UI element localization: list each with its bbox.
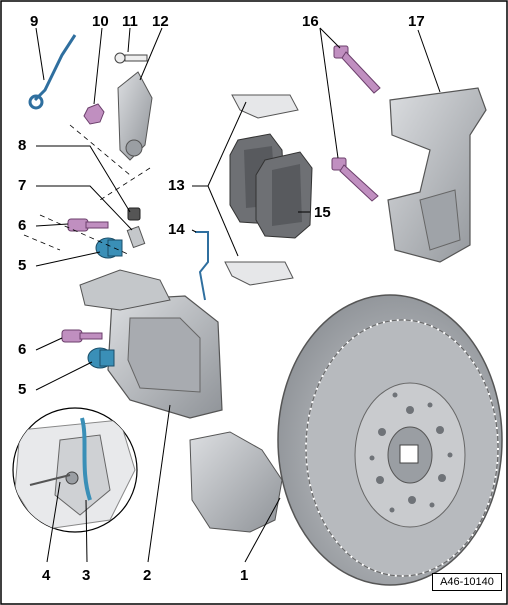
leader-lines bbox=[35, 27, 441, 563]
callout-5-upper: 5 bbox=[18, 257, 27, 274]
carrier-bolt-lower bbox=[331, 157, 379, 202]
callout-12: 12 bbox=[152, 13, 169, 30]
callout-7: 7 bbox=[18, 177, 27, 194]
callout-13: 13 bbox=[168, 177, 185, 194]
brake-pad-inner bbox=[255, 151, 313, 239]
handbrake-lever bbox=[117, 71, 153, 161]
brake-caliper bbox=[79, 269, 223, 419]
reference-code: A46-10140 bbox=[432, 573, 502, 591]
callout-14: 14 bbox=[168, 221, 185, 238]
carrier-bolt-upper bbox=[333, 45, 381, 94]
caliper-bolt-lower bbox=[61, 329, 103, 343]
callout-1: 1 bbox=[240, 567, 249, 584]
callout-8: 8 bbox=[18, 137, 27, 154]
callout-17: 17 bbox=[408, 13, 425, 30]
bleeder-cap bbox=[127, 207, 141, 221]
callout-10: 10 bbox=[92, 13, 109, 30]
bleeder-valve bbox=[126, 225, 146, 249]
callout-6-lower: 6 bbox=[18, 341, 27, 358]
brake-disc bbox=[277, 294, 503, 586]
retaining-spring-upper bbox=[231, 94, 299, 119]
spring-clip bbox=[28, 34, 77, 110]
guide-bushing-upper bbox=[95, 237, 123, 259]
caliper-bolt-upper bbox=[67, 218, 109, 232]
adjusting-bolt bbox=[114, 52, 148, 64]
detail-inset bbox=[12, 407, 138, 533]
callout-5-lower: 5 bbox=[18, 381, 27, 398]
lock-nut bbox=[83, 103, 105, 125]
callout-3: 3 bbox=[82, 567, 91, 584]
assembly-lines bbox=[23, 124, 151, 256]
callout-16: 16 bbox=[302, 13, 319, 30]
callout-9: 9 bbox=[30, 13, 39, 30]
caliper-carrier bbox=[387, 87, 487, 263]
retaining-spring-lower bbox=[224, 261, 294, 286]
callout-11: 11 bbox=[122, 13, 138, 30]
callout-15: 15 bbox=[314, 204, 331, 221]
wear-indicator-wire bbox=[195, 231, 209, 301]
callout-4: 4 bbox=[42, 567, 51, 584]
wheel-bearing-housing bbox=[189, 431, 283, 533]
guide-bushing-lower bbox=[87, 347, 115, 369]
callout-6-upper: 6 bbox=[18, 217, 27, 234]
callout-2: 2 bbox=[143, 567, 152, 584]
